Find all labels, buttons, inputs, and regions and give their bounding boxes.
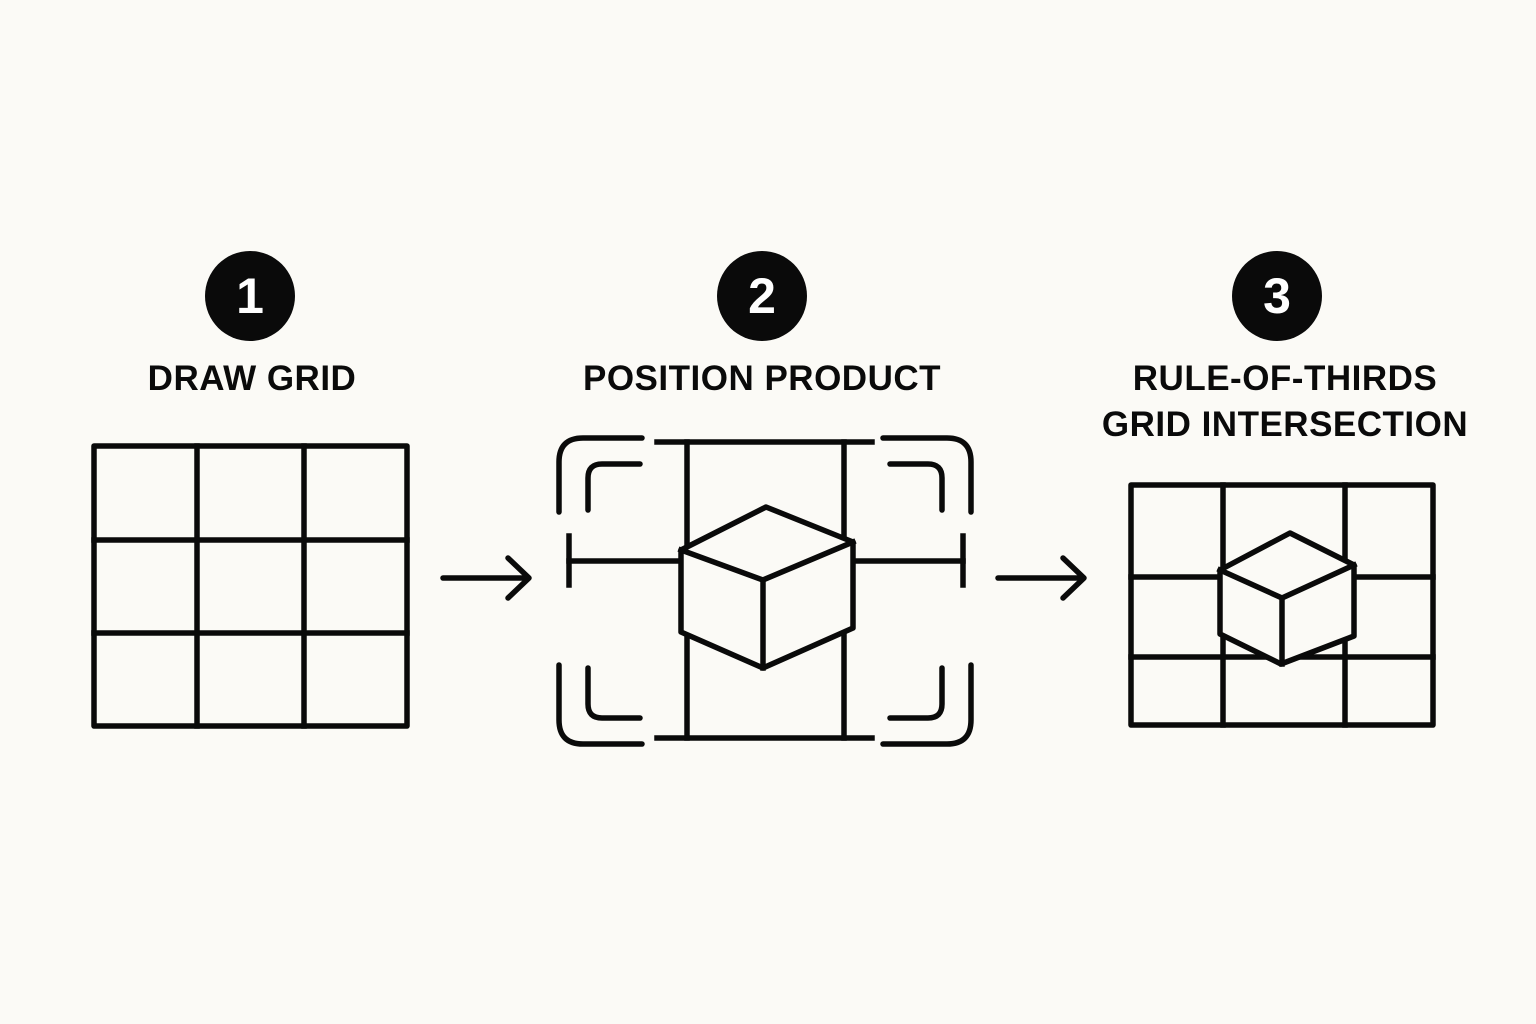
step-2-badge: 2 <box>717 251 807 341</box>
step-1-title-line: DRAW GRID <box>147 359 357 398</box>
product-cube-icon <box>1216 530 1358 667</box>
step-3-title: RULE-OF-THIRDS GRID INTERSECTION <box>1085 356 1485 448</box>
arrow-right-icon <box>440 555 532 601</box>
step-2-title: POSITION PRODUCT <box>562 356 962 402</box>
step-2-number: 2 <box>748 268 776 324</box>
step-1-title: DRAW GRID <box>100 356 404 402</box>
step-3-title-line-2: GRID INTERSECTION <box>1101 405 1469 444</box>
outer-viewfinder-corners <box>556 435 974 747</box>
step-3-title-line-1: RULE-OF-THIRDS <box>1132 359 1438 398</box>
arrow-right-icon <box>995 555 1087 601</box>
framed-product-icon <box>556 435 974 747</box>
inner-viewfinder-corners <box>585 461 945 721</box>
step-3-badge: 3 <box>1232 251 1322 341</box>
step-1-number: 1 <box>236 268 264 324</box>
grid-with-product-icon <box>1128 482 1436 728</box>
step-1-badge: 1 <box>205 251 295 341</box>
product-cube-icon <box>677 504 857 671</box>
step-2-title-line: POSITION PRODUCT <box>582 359 942 398</box>
grid-icon <box>91 443 410 729</box>
step-3-number: 3 <box>1263 268 1291 324</box>
